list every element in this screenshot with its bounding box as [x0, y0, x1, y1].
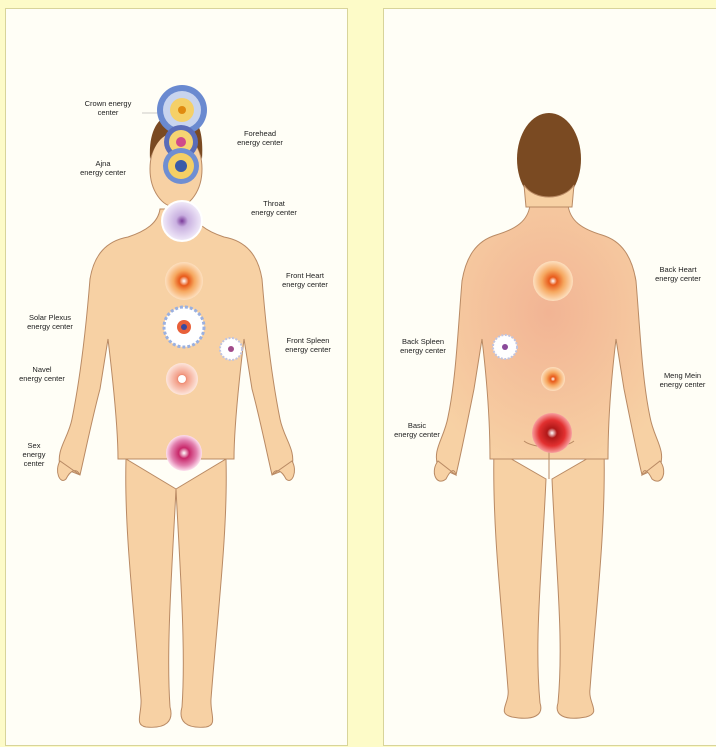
front-spleen-energy-center	[220, 338, 242, 360]
sex-label: Sex energy center	[14, 441, 54, 468]
solar-plexus-energy-center	[164, 307, 204, 347]
front-spleen-label: Front Spleen energy center	[272, 336, 344, 354]
front-heart-energy-center	[165, 262, 203, 300]
navel-label: Navel energy center	[6, 365, 78, 383]
meng-mein-energy-center	[541, 367, 565, 391]
back-spleen-label: Back Spleen energy center	[386, 337, 460, 355]
throat-label: Throat energy center	[236, 199, 312, 217]
meng-mein-label: Meng Mein energy center	[648, 371, 716, 389]
throat-energy-center	[162, 201, 202, 241]
back-heart-energy-center	[533, 261, 573, 301]
crown-label: Crown energy center	[78, 99, 138, 117]
basic-label: Basic energy center	[384, 421, 450, 439]
basic-energy-center	[532, 413, 572, 453]
ajna-label: Ajna energy center	[68, 159, 138, 177]
forehead-label: Forehead energy center	[222, 129, 298, 147]
solar-plexus-label: Solar Plexus energy center	[14, 313, 86, 331]
navel-energy-center	[166, 363, 198, 395]
front-heart-label: Front Heart energy center	[270, 271, 340, 289]
back-heart-label: Back Heart energy center	[640, 265, 716, 283]
front-view-panel: Crown energy center Forehead energy cent…	[5, 8, 348, 746]
ajna-energy-center	[163, 148, 199, 184]
sex-energy-center	[166, 435, 202, 471]
back-view-panel: Back Heart energy center Back Spleen ene…	[383, 8, 716, 746]
back-spleen-energy-center	[493, 335, 517, 359]
